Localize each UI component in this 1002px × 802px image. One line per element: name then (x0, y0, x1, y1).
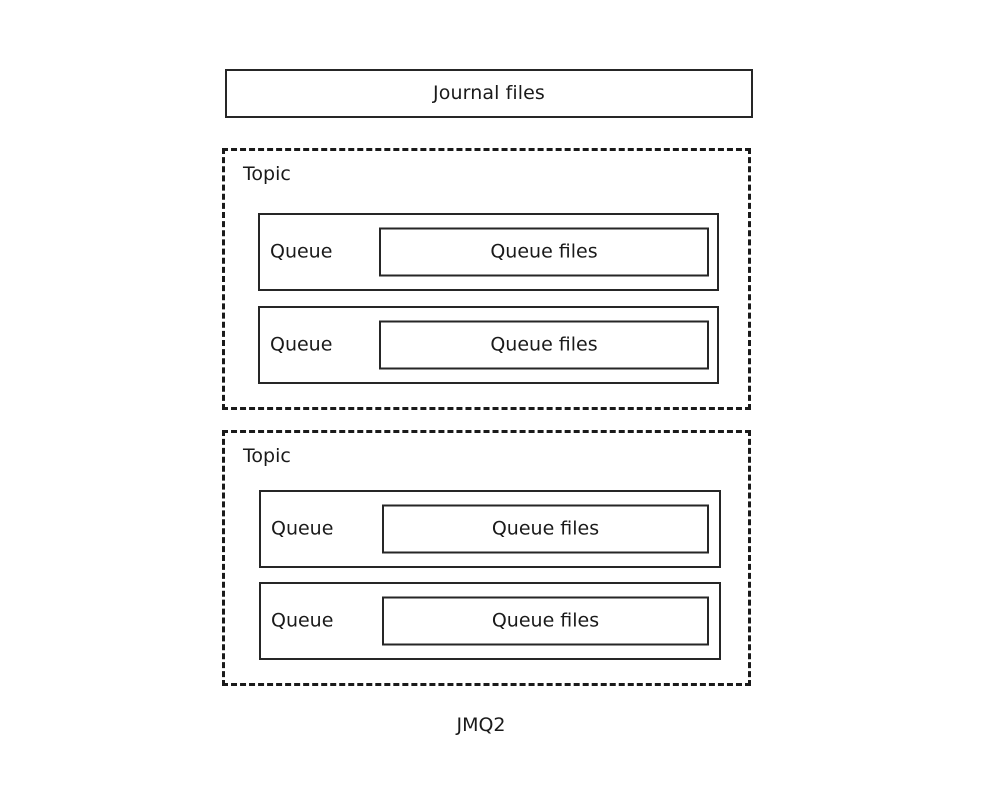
topic-label: Topic (243, 163, 291, 185)
topic-container-2: Topic Queue Queue files Queue Queue file… (222, 430, 751, 686)
queue-files-label: Queue files (490, 240, 598, 263)
queue-label: Queue (271, 609, 334, 632)
queue-files-label: Queue files (491, 517, 600, 540)
queue-files-box: Queue files (382, 596, 709, 646)
queue-row: Queue Queue files (259, 490, 721, 568)
diagram-caption: JMQ2 (0, 716, 1002, 735)
queue-row: Queue Queue files (258, 213, 719, 291)
topic-container-1: Topic Queue Queue files Queue Queue file… (222, 148, 751, 410)
journal-files-box: Journal files (225, 69, 753, 118)
diagram-caption-text: JMQ2 (456, 714, 506, 736)
queue-files-label: Queue files (491, 609, 600, 632)
topic-label: Topic (243, 445, 291, 467)
journal-files-label: Journal files (433, 82, 545, 104)
queue-row: Queue Queue files (258, 306, 719, 384)
queue-files-box: Queue files (379, 320, 709, 370)
queue-files-box: Queue files (382, 504, 709, 554)
queue-row: Queue Queue files (259, 582, 721, 660)
queue-label: Queue (271, 517, 334, 540)
queue-files-label: Queue files (490, 333, 598, 356)
queue-label: Queue (270, 240, 333, 263)
queue-files-box: Queue files (379, 227, 709, 277)
queue-label: Queue (270, 333, 333, 356)
